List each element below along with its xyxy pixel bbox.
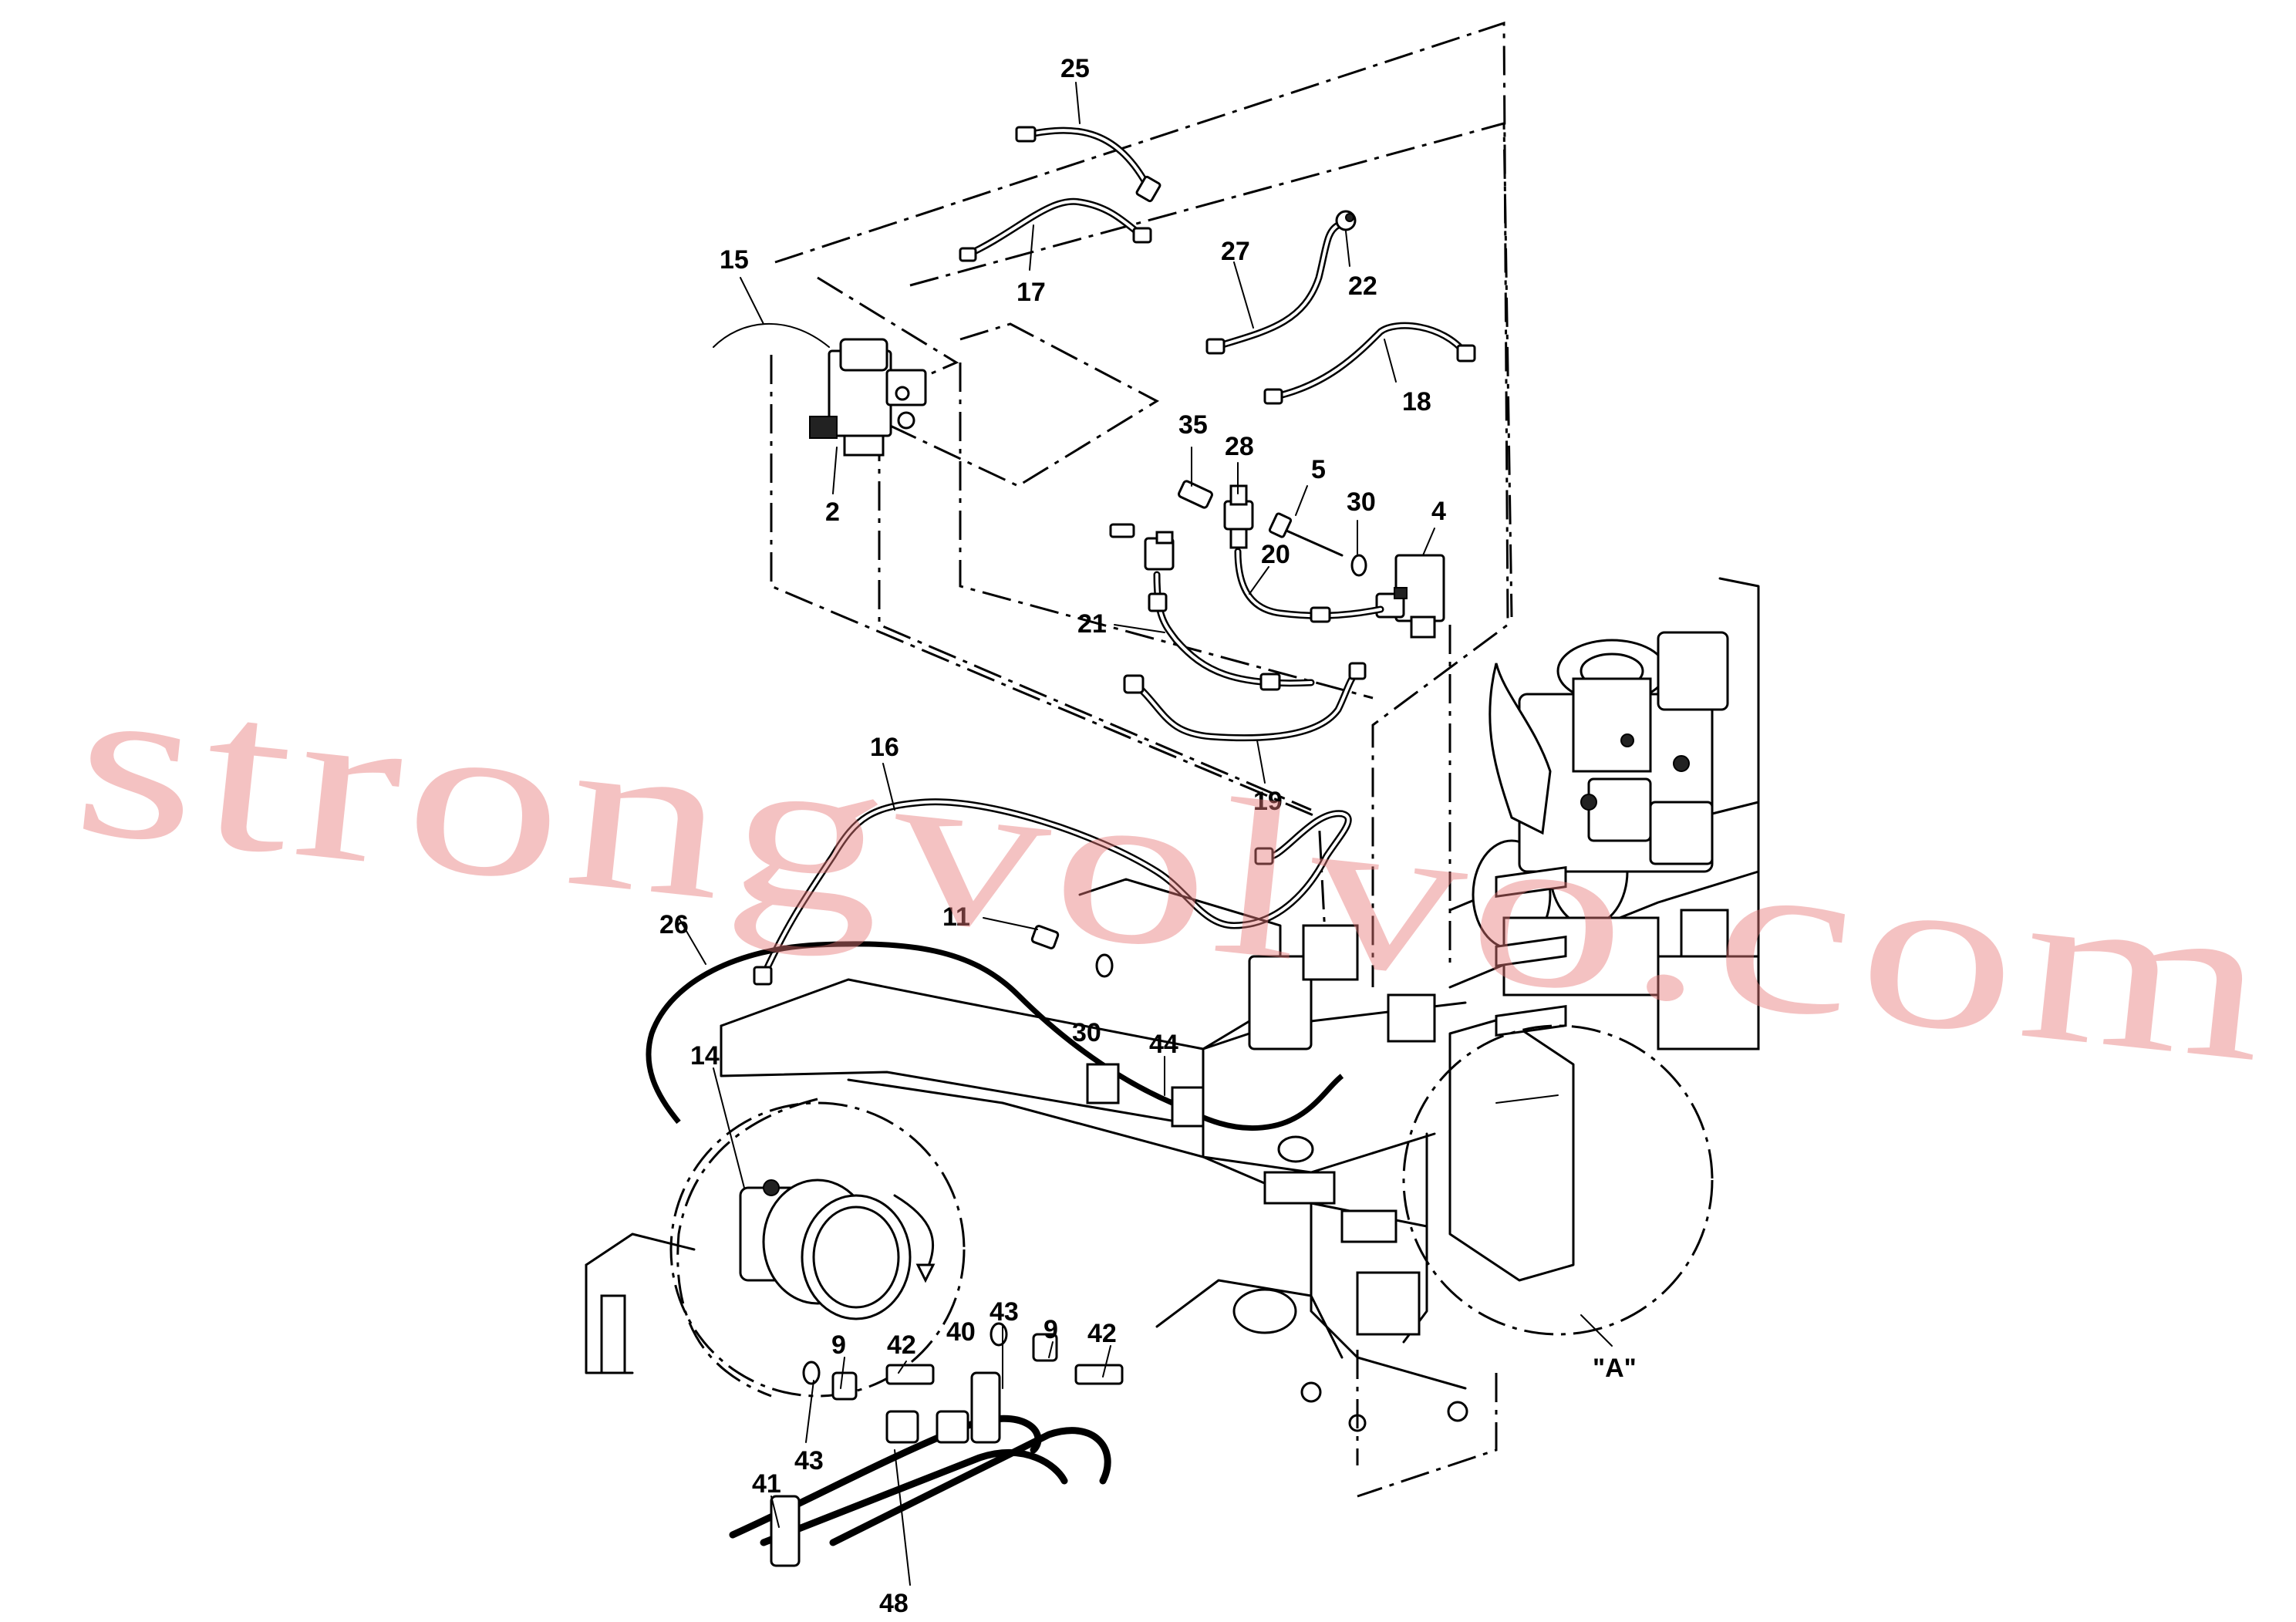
part-label: 9 [831, 1330, 846, 1360]
bracket-assembly [729, 1322, 1124, 1567]
part-label: 41 [752, 1469, 781, 1499]
fitting-35 [1178, 480, 1213, 509]
part-label: 11 [942, 902, 970, 932]
part-label: 15 [720, 245, 749, 275]
part-label: 5 [1311, 455, 1326, 484]
part-label: 42 [887, 1330, 916, 1360]
part-label: 44 [1149, 1030, 1178, 1059]
part-label: 22 [1348, 271, 1377, 301]
bolt-11 [1030, 925, 1114, 978]
hose-19 [1123, 662, 1367, 742]
part-label: 27 [1221, 237, 1250, 266]
washer-30 [1350, 554, 1367, 577]
part-label: 40 [946, 1317, 976, 1347]
part-label: 35 [1178, 410, 1208, 440]
part-label: 43 [990, 1297, 1019, 1327]
part-label: 4 [1431, 497, 1446, 526]
hose-17 [959, 197, 1152, 262]
part-label: 48 [879, 1589, 909, 1618]
tee-fitting-28 [1223, 484, 1254, 549]
part-label: 28 [1225, 432, 1254, 461]
hose-20 [1234, 548, 1384, 623]
part-label: 43 [794, 1446, 824, 1475]
hose-18 [1263, 322, 1476, 405]
part-label: 25 [1060, 54, 1090, 83]
part-label: 19 [1253, 787, 1283, 816]
hose-25 [1015, 126, 1161, 203]
part-labels: 25 15 17 27 22 18 2 35 28 5 30 4 20 21 1… [659, 54, 1637, 1618]
part-label: 17 [1017, 278, 1046, 307]
part-label: 21 [1077, 609, 1107, 639]
step-ladder [1448, 865, 1575, 1282]
view-label: "A" [1593, 1354, 1637, 1383]
part-label: 26 [659, 910, 689, 939]
part-label: 18 [1402, 387, 1431, 416]
part-label: 14 [690, 1041, 720, 1071]
engine-assembly [1489, 577, 1760, 1050]
valve-block-2 [809, 338, 927, 457]
hose-15 [713, 323, 830, 348]
hose-21 [1148, 571, 1315, 691]
leader-lines [678, 82, 1613, 1586]
bolt-5 [1268, 512, 1344, 557]
detail-a-circle [1402, 1024, 1714, 1336]
detail-circle-motor [669, 1098, 966, 1398]
part-label: 20 [1261, 540, 1290, 569]
part-label: 30 [1072, 1018, 1101, 1047]
part-label: 9 [1043, 1315, 1058, 1344]
tube-16 [753, 798, 1352, 986]
valve-4 [1375, 554, 1445, 639]
part-label: 2 [825, 497, 840, 527]
part-label: 42 [1087, 1319, 1117, 1348]
tee-fitting [1109, 523, 1175, 571]
part-label: 30 [1347, 487, 1376, 517]
upper-group-frame [770, 21, 1513, 987]
cable-26 [646, 941, 1344, 1131]
part-label: 16 [870, 733, 899, 762]
hose-27 [1205, 210, 1357, 355]
